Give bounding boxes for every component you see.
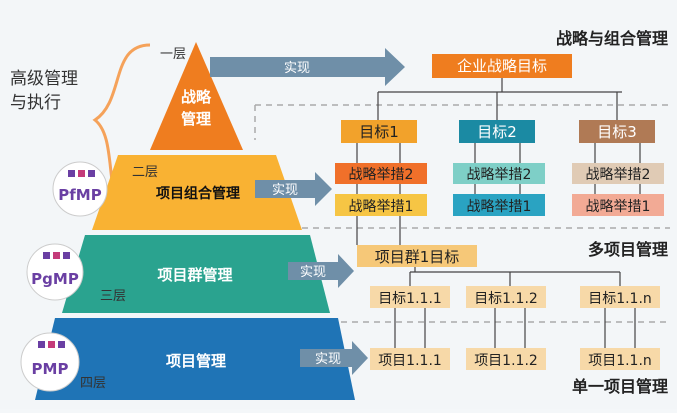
goal-1-label: 目标1 [359,123,399,141]
arrow-realize-2: 实现 [255,172,332,206]
heading-single-project: 单一项目管理 [572,377,668,396]
arrow-label-1: 实现 [284,61,310,76]
tier-2-portfolio [92,155,302,230]
project-1-label: 项目1.1.1 [378,353,442,369]
tier-3-program [62,235,330,313]
tier-4-label: 项目管理 [166,352,226,370]
tier-2-label: 项目组合管理 [156,185,240,202]
tier-3-label: 项目群管理 [157,266,232,284]
measure-3-2-label: 战略举措2 [586,167,651,183]
measure-2-1-box: 战略举措1 [453,194,545,216]
project-3-label: 项目1.1.n [588,353,652,369]
measure-1-2-box: 战略举措2 [335,163,427,184]
side-label-line1: 高级管理 [10,69,78,89]
arrow-realize-1: 实现 [210,48,405,86]
tier-4-project [35,318,355,400]
enterprise-goal-label: 企业战略目标 [457,57,547,75]
goal-2-label: 目标2 [477,123,517,141]
program-goal-label: 项目群1目标 [375,248,460,266]
program-goal-box: 项目群1目标 [357,245,477,267]
measure-3-1-box: 战略举措1 [572,194,664,216]
tier-1-label-line1: 战略 [181,88,212,106]
measure-2-1-label: 战略举措1 [467,199,532,215]
pgmp-badge: PgMP [26,243,84,301]
sub-goal-3-label: 目标1.1.n [588,291,652,307]
layer-label-4: 四层 [80,376,106,391]
layer-label-3: 三层 [100,289,126,304]
pmp-badge: PMP [20,332,80,392]
sub-goal-2-box: 目标1.1.2 [466,286,546,308]
project-1-box: 项目1.1.1 [370,348,450,370]
arrow-label-3: 实现 [300,265,326,280]
measure-1-1-box: 战略举措1 [335,194,427,216]
goal-1-box: 目标1 [341,120,417,143]
heading-strategy-portfolio: 战略与组合管理 [556,29,668,48]
enterprise-goal-box: 企业战略目标 [432,54,572,78]
layer-label-1: 一层 [160,47,186,62]
pfmp-badge: PfMP [52,161,108,217]
pgmp-badge-text: PgMP [31,270,79,288]
arrow-realize-3: 实现 [288,254,354,288]
measure-2-2-label: 战略举措2 [467,167,532,183]
sub-goal-2-label: 目标1.1.2 [474,291,538,307]
layer-label-2: 二层 [132,165,158,180]
goal-3-box: 目标3 [579,120,655,143]
sub-goal-1-box: 目标1.1.1 [370,286,450,308]
tier-1-label-line2: 管理 [181,110,211,128]
measure-2-2-box: 战略举措2 [453,163,545,184]
measure-1-2-label: 战略举措2 [349,167,414,183]
pmp-badge-text: PMP [32,360,69,378]
sub-goal-1-label: 目标1.1.1 [378,291,442,307]
project-2-box: 项目1.1.2 [466,348,546,370]
arrow-label-4: 实现 [315,352,341,367]
project-2-label: 项目1.1.2 [474,353,538,369]
heading-multi-project: 多项目管理 [588,240,668,259]
arrow-label-2: 实现 [272,183,298,198]
side-label-line2: 与执行 [10,93,61,113]
measure-3-1-label: 战略举措1 [586,199,651,215]
arrow-realize-4: 实现 [300,341,368,375]
pfmp-badge-text: PfMP [58,186,101,204]
tier-1-strategy [150,42,243,150]
project-3-box: 项目1.1.n [580,348,660,370]
measure-3-2-box: 战略举措2 [572,163,664,184]
goal-2-box: 目标2 [459,120,535,143]
measure-1-1-label: 战略举措1 [349,199,414,215]
goal-3-label: 目标3 [597,123,637,141]
connector-lines [356,78,641,348]
sub-goal-3-box: 目标1.1.n [580,286,660,308]
